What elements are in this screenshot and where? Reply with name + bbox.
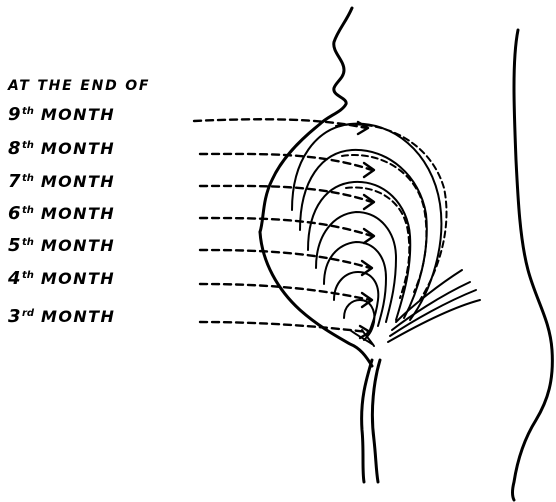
month-word: MONTH — [41, 236, 115, 255]
pointer-line-3 — [200, 322, 368, 332]
month-suffix: th — [22, 237, 34, 248]
month-number: 8 — [8, 138, 22, 159]
month-label-7: 7th MONTH — [8, 173, 115, 191]
pointer-line-5 — [200, 250, 370, 268]
month-number: 7 — [8, 171, 22, 192]
pointer-line-6 — [200, 218, 372, 236]
month-number: 4 — [8, 268, 22, 289]
month-label-8: 8th MONTH — [8, 140, 115, 158]
month-number: 6 — [8, 203, 22, 224]
month-number: 9 — [8, 104, 22, 125]
month-label-3: 3rd MONTH — [8, 308, 115, 326]
back-profile — [513, 30, 553, 500]
fundus-contour-3 — [344, 300, 374, 340]
month-number: 5 — [8, 235, 22, 256]
month-word: MONTH — [41, 139, 115, 158]
thigh-front-line — [362, 360, 372, 482]
month-label-4: 4th MONTH — [8, 270, 115, 288]
month-label-5: 5th MONTH — [8, 237, 115, 255]
month-suffix: rd — [22, 308, 34, 319]
month-suffix: th — [22, 173, 34, 184]
month-word: MONTH — [41, 307, 115, 326]
month-suffix: th — [22, 140, 34, 151]
month-word: MONTH — [41, 172, 115, 191]
month-word: MONTH — [41, 204, 115, 223]
month-suffix: th — [22, 270, 34, 281]
ligament-lines — [388, 270, 480, 342]
month-word: MONTH — [41, 105, 115, 124]
month-label-6: 6th MONTH — [8, 205, 115, 223]
diagram-heading: AT THE END OF — [8, 79, 150, 93]
month-number: 3 — [8, 306, 22, 327]
month-suffix: th — [22, 106, 34, 117]
month-label-9: 9th MONTH — [8, 106, 115, 124]
month-word: MONTH — [41, 269, 115, 288]
month-suffix: th — [22, 205, 34, 216]
thigh-back-line — [372, 360, 380, 482]
fundus-contours — [292, 124, 480, 346]
